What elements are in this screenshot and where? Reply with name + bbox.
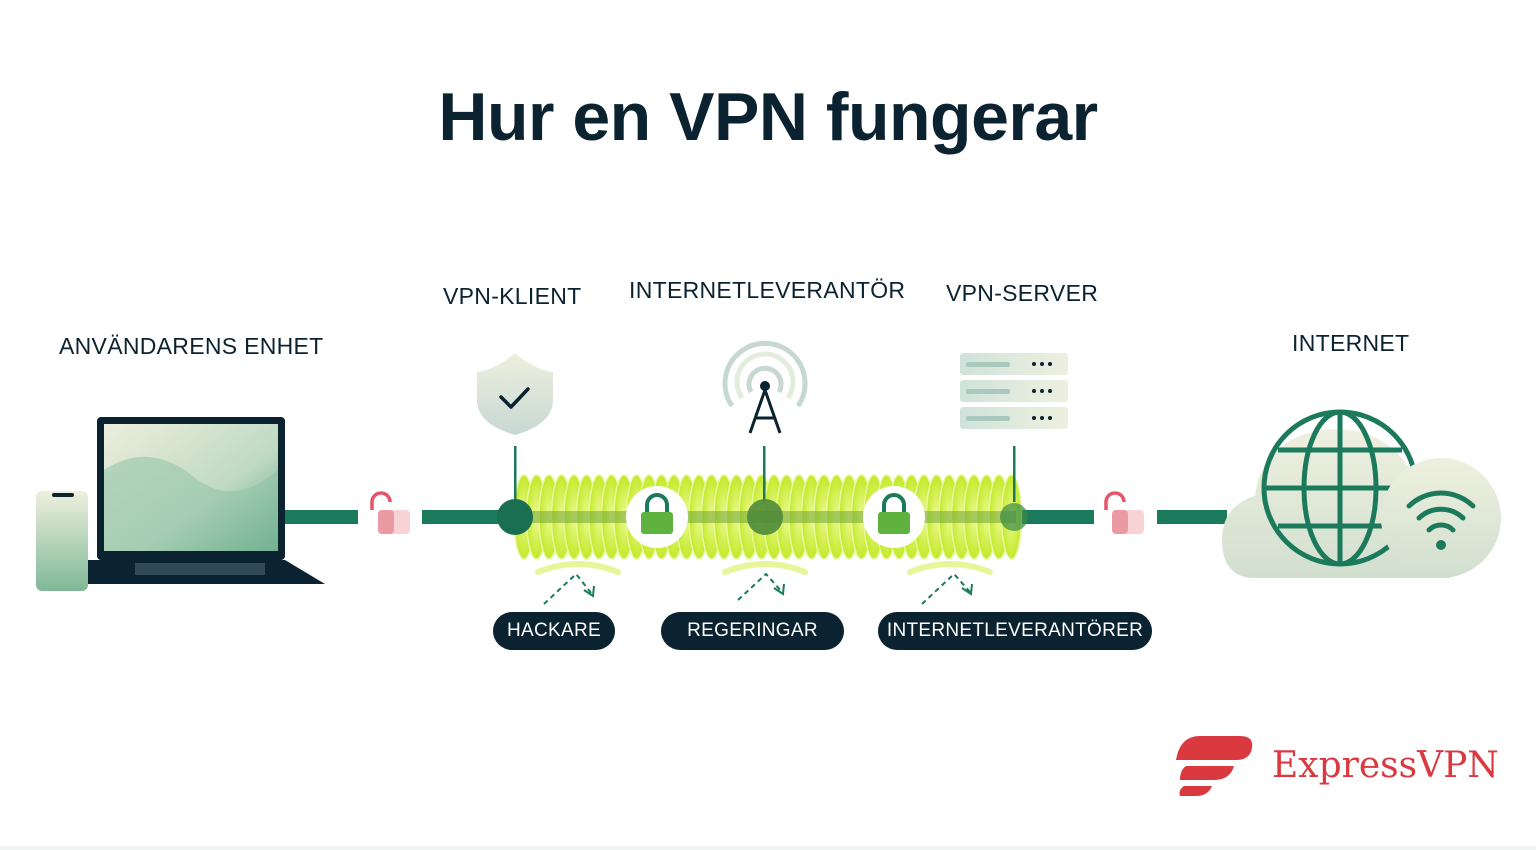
label-isp: INTERNETLEVERANTÖR <box>629 277 906 303</box>
wifi-icon <box>1381 458 1501 578</box>
link-device <box>282 510 358 524</box>
deflect-arrow <box>722 561 808 601</box>
unlock-icon <box>370 491 410 534</box>
node-vpn-client <box>497 499 533 535</box>
label-vpn-server: VPN-SERVER <box>946 280 1099 306</box>
deflect-arrow <box>907 561 993 605</box>
node-isp <box>747 499 783 535</box>
threat-pill-isps: INTERNETLEVERANTÖRER <box>878 612 1152 650</box>
label-vpn-client: VPN-KLIENT <box>443 283 582 309</box>
lock-icon <box>863 486 925 548</box>
threat-pill-governments: REGERINGAR <box>661 612 844 650</box>
label-device: ANVÄNDARENS ENHET <box>59 333 324 359</box>
label-internet: INTERNET <box>1292 330 1410 356</box>
link-internet <box>1157 510 1227 524</box>
link-server <box>1018 510 1094 524</box>
laptop-icon <box>88 417 325 584</box>
lock-icon <box>626 486 688 548</box>
link-client <box>422 510 516 524</box>
threat-pill-hackers: HACKARE <box>493 612 615 650</box>
antenna-icon <box>722 340 808 434</box>
bottom-divider <box>0 846 1536 850</box>
expressvpn-logo <box>1176 736 1253 796</box>
deflect-arrow <box>535 561 621 605</box>
brand-name: ExpressVPN <box>1272 745 1499 786</box>
shield-check-icon <box>477 353 553 435</box>
node-vpn-server <box>1000 503 1028 531</box>
server-rack-icon <box>960 353 1068 429</box>
unlock-icon <box>1104 491 1144 534</box>
phone-icon <box>36 491 88 591</box>
page-title: Hur en VPN fungerar <box>438 79 1098 155</box>
